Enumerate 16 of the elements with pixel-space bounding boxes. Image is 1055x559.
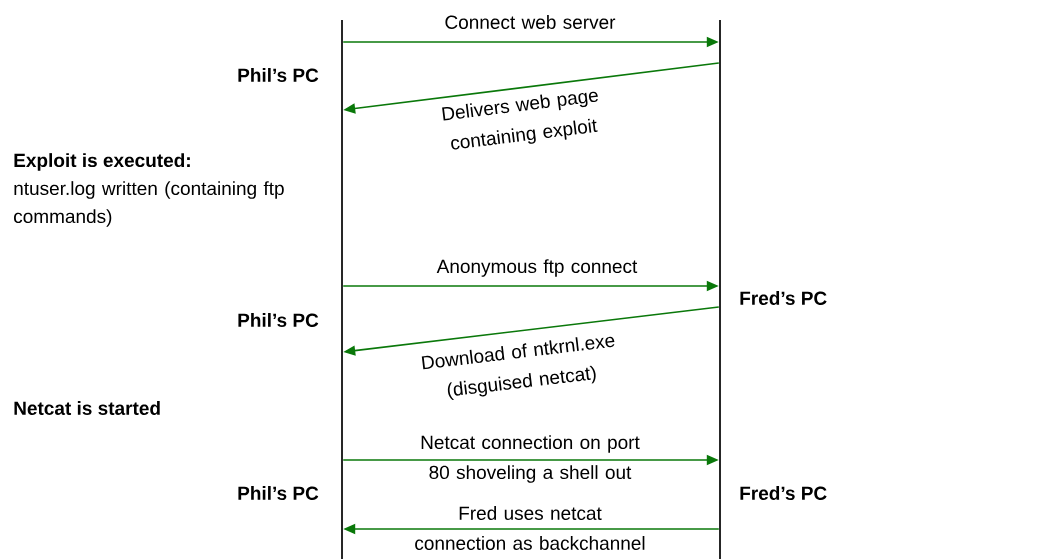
step-heading: Exploit is executed:	[14, 153, 190, 171]
lifeline	[719, 20, 721, 559]
edge-label: Netcat connection on port 80 shoveling a shell out	[421, 435, 640, 483]
host-label: Fred’s PC	[740, 486, 827, 500]
host-label: Phil’s PC	[238, 486, 319, 500]
edge-label: Connect web server	[445, 15, 616, 29]
note-text: ntuser.log written (containing ftp commands)	[14, 181, 284, 227]
lifeline	[341, 20, 343, 559]
edge-label: Fred uses netcat connection as backchannel	[415, 506, 645, 550]
step-heading: Netcat is started	[14, 401, 160, 415]
edge-label: Delivers web page containing exploit	[442, 91, 598, 150]
host-label: Phil’s PC	[238, 313, 319, 327]
edge-label: Download of ntkrnl.exe (disguised netcat)	[421, 336, 615, 401]
host-label: Phil’s PC	[238, 68, 319, 82]
edge-label: Anonymous ftp connect	[436, 259, 638, 277]
host-label: Fred’s PC	[740, 291, 827, 305]
